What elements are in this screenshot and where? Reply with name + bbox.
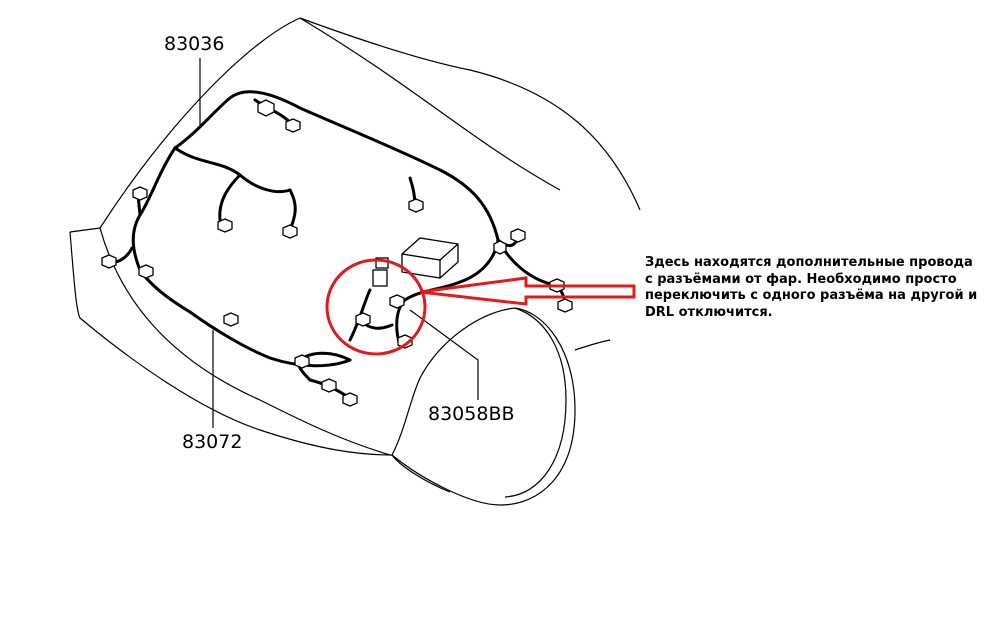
connector [408, 198, 424, 213]
harness-connectors [101, 99, 573, 407]
part-number-83058bb: 83058BB [428, 403, 515, 425]
connector [397, 334, 413, 349]
leader-lines [199, 58, 479, 428]
pointer-arrow [419, 276, 636, 306]
connector [294, 354, 310, 369]
connector [342, 392, 358, 407]
connector [101, 254, 117, 269]
connector [132, 186, 148, 201]
connector [282, 224, 298, 239]
car-body-outline [69, 17, 641, 456]
connector [223, 312, 239, 327]
connector [389, 294, 405, 309]
part-number-83072: 83072 [182, 431, 242, 453]
connector [257, 99, 275, 117]
connector [285, 118, 301, 133]
relay-box [401, 237, 459, 279]
connector [321, 378, 337, 393]
part-number-83036: 83036 [164, 33, 224, 55]
connector [355, 312, 371, 327]
connector [493, 240, 507, 255]
connector [510, 228, 526, 243]
highlight-circle [325, 258, 427, 356]
connector [217, 218, 233, 233]
connector [557, 298, 573, 313]
annotation-note: Здесь находятся дополнительные провода с… [645, 255, 978, 320]
connector [138, 264, 154, 279]
connector [375, 257, 389, 269]
connector [372, 269, 388, 287]
cylinder-part [391, 307, 576, 506]
